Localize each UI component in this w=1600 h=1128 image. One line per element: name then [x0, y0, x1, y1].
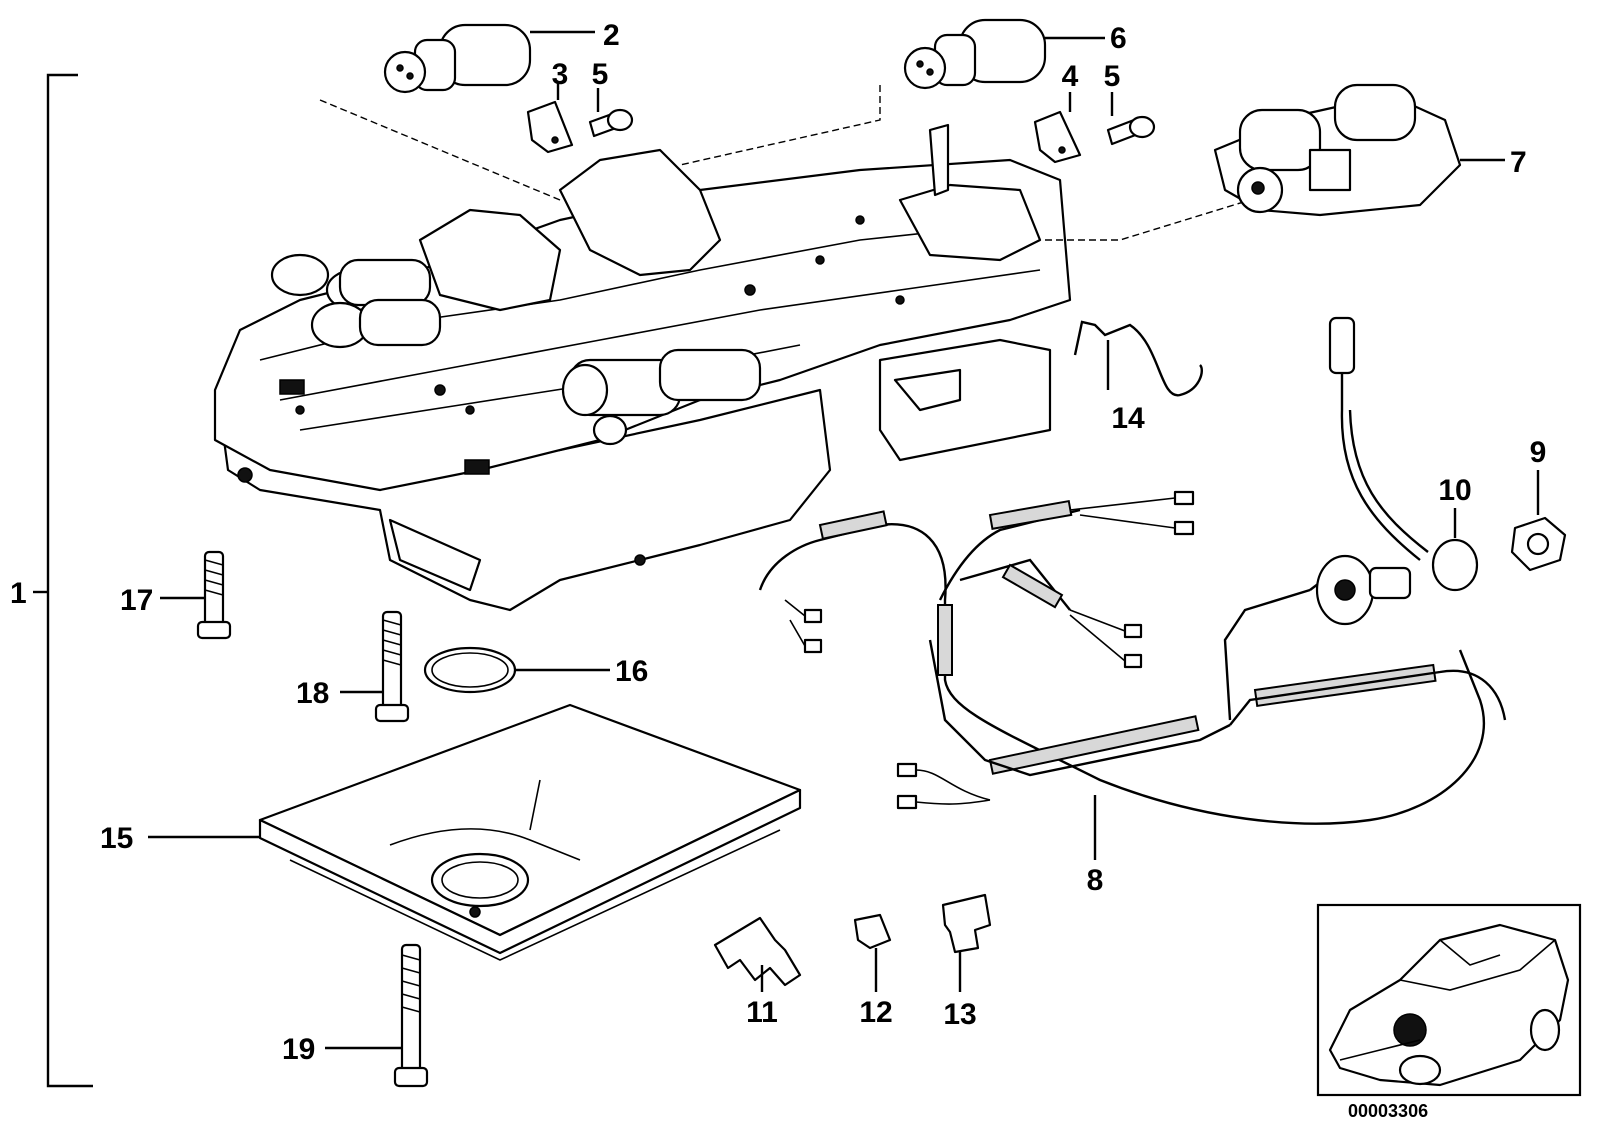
left-solenoid-pack [270, 253, 442, 349]
callout-18: 18 [296, 677, 329, 710]
callout-16: 16 [615, 655, 648, 688]
callout-9: 9 [1530, 436, 1547, 469]
callout-14: 14 [1111, 402, 1145, 435]
sensor-connector[interactable] [1315, 316, 1429, 626]
callout-19: 19 [282, 1033, 315, 1066]
screw-5-right[interactable] [1106, 92, 1156, 146]
clip-12[interactable] [853, 913, 892, 992]
vehicle-locator-inset [1316, 903, 1582, 1097]
o-ring-10[interactable] [1431, 508, 1479, 592]
callout-15: 15 [100, 822, 133, 855]
callout-8: 8 [1087, 864, 1104, 897]
nut-9[interactable] [1510, 470, 1567, 572]
wire-14[interactable] [1073, 320, 1203, 397]
valve-body[interactable] [213, 123, 1072, 612]
callout-13: 13 [943, 998, 976, 1031]
o-ring-16[interactable] [423, 646, 610, 694]
filter-15[interactable] [148, 703, 802, 961]
drawing-code: 00003306 [1348, 1101, 1428, 1121]
callout-5-left: 5 [592, 58, 609, 91]
callout-6: 6 [1110, 22, 1127, 55]
solenoid-unit-7[interactable] [1045, 83, 1505, 241]
clip-11[interactable] [713, 916, 802, 992]
callout-5-right: 5 [1104, 60, 1121, 93]
callout-10: 10 [1438, 474, 1471, 507]
solenoid-6[interactable] [679, 18, 1105, 166]
callout-3: 3 [552, 58, 569, 91]
bracket-3[interactable] [526, 82, 574, 154]
callout-11: 11 [746, 996, 778, 1029]
bolt-17[interactable] [160, 550, 232, 640]
center-solenoid-pack [561, 348, 762, 446]
assembly-bracket [33, 73, 93, 1088]
screw-5-left[interactable] [588, 88, 634, 138]
callout-4: 4 [1062, 60, 1079, 93]
callout-labels: 1 2 3 4 5 5 6 7 8 9 10 11 12 13 14 15 16… [10, 19, 1546, 1121]
callout-7: 7 [1510, 146, 1527, 179]
solenoid-2[interactable] [319, 23, 595, 201]
wiring-harness-8[interactable] [758, 490, 1507, 860]
bolt-19[interactable] [325, 943, 429, 1088]
callout-1: 1 [10, 577, 27, 610]
callout-17: 17 [120, 584, 153, 617]
bolt-18[interactable] [340, 610, 410, 723]
bracket-4[interactable] [1033, 92, 1082, 164]
clip-13[interactable] [941, 893, 992, 992]
callout-2: 2 [603, 19, 620, 52]
callout-12: 12 [859, 996, 892, 1029]
